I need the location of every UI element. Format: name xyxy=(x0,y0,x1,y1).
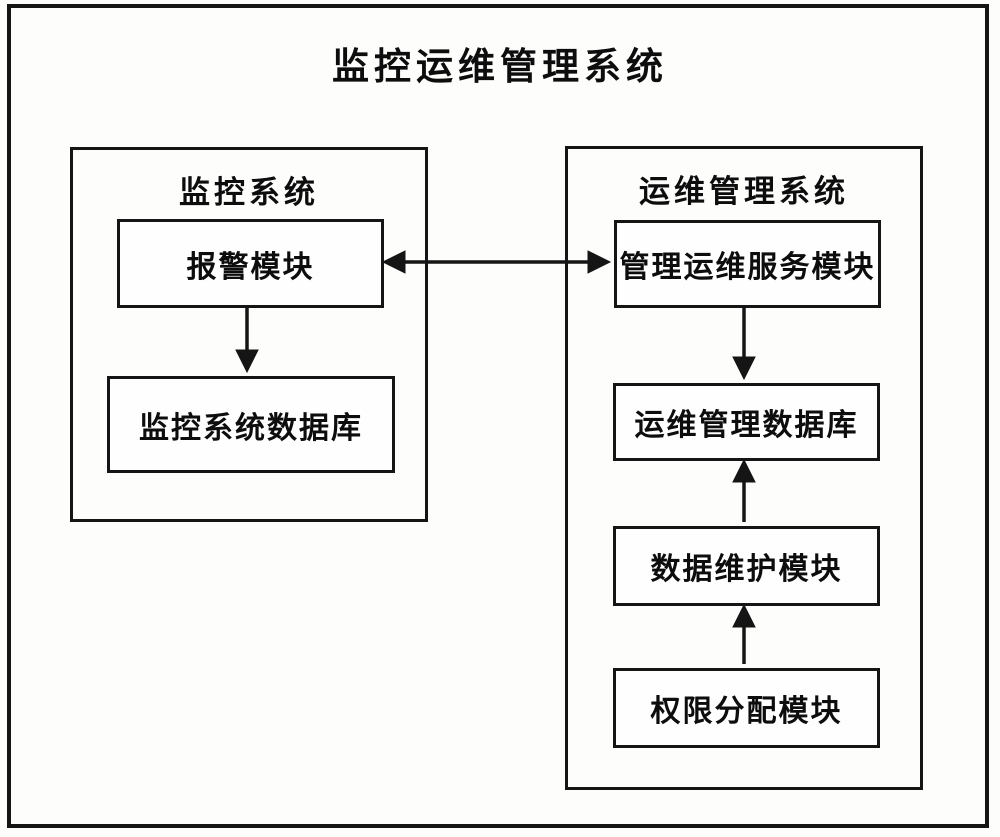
monitoring-system-group: 监控系统 报警模块 监控系统数据库 xyxy=(70,147,428,522)
data-maintenance-module-box: 数据维护模块 xyxy=(613,526,880,606)
diagram-title: 监控运维管理系统 xyxy=(332,47,668,88)
outer-frame xyxy=(7,4,989,828)
alarm-module-box: 报警模块 xyxy=(117,219,384,308)
ops-service-module-box: 管理运维服务模块 xyxy=(614,220,881,308)
ops-management-system-group: 运维管理系统 管理运维服务模块 运维管理数据库 数据维护模块 权限分配模块 xyxy=(565,146,923,790)
ops-database-box: 运维管理数据库 xyxy=(613,383,880,461)
monitoring-system-title: 监控系统 xyxy=(179,175,319,210)
ops-management-system-title: 运维管理系统 xyxy=(639,174,849,209)
monitoring-database-box: 监控系统数据库 xyxy=(107,376,395,473)
permission-module-box: 权限分配模块 xyxy=(613,668,880,748)
